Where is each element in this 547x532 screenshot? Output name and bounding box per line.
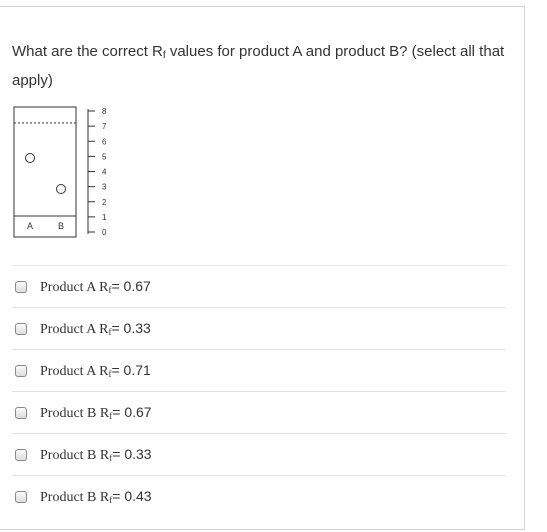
- answer-option[interactable]: Product A Rf= 0.67: [12, 265, 506, 307]
- answer-option[interactable]: Product B Rf= 0.43: [12, 475, 506, 517]
- spot-b: [56, 184, 66, 194]
- ruler-label: 2: [102, 198, 107, 207]
- answer-option-label: Product B Rf= 0.43: [40, 488, 152, 506]
- option-subscript: f: [109, 452, 113, 463]
- option-value: 0.71: [123, 361, 151, 378]
- answer-option[interactable]: Product B Rf= 0.33: [12, 433, 506, 475]
- answer-option-label: Product B Rf= 0.67: [40, 404, 152, 422]
- ruler-label: 6: [102, 137, 107, 146]
- option-value: 0.33: [124, 445, 152, 462]
- ruler: 8 7 6 5 4 3 2 1 0: [87, 107, 107, 237]
- option-equals: =: [112, 487, 125, 504]
- option-product-text: Product A Rf: [40, 321, 112, 337]
- answer-option-label: Product A Rf= 0.67: [40, 278, 151, 296]
- option-subscript: f: [108, 326, 112, 337]
- tlc-plate: [13, 106, 77, 238]
- question-subscript: f: [162, 50, 166, 61]
- option-value: 0.67: [123, 277, 151, 294]
- option-equals: =: [111, 319, 124, 336]
- ruler-label: 7: [102, 122, 107, 131]
- lane-label-b: B: [58, 221, 64, 231]
- option-product-text: Product B Rf: [40, 447, 113, 463]
- spot-a: [25, 153, 35, 163]
- answer-option-label: Product A Rf= 0.33: [40, 320, 151, 338]
- question-text: What are the correct Rf values for produ…: [12, 39, 512, 93]
- answer-checkbox[interactable]: [15, 364, 27, 377]
- answer-option-label: Product B Rf= 0.33: [40, 446, 152, 464]
- ruler-label: 5: [102, 152, 107, 161]
- ruler-label: 3: [102, 183, 107, 192]
- option-product-text: Product A Rf: [40, 279, 112, 295]
- answer-checkbox[interactable]: [15, 490, 27, 503]
- option-equals: =: [111, 361, 124, 378]
- option-value: 0.43: [124, 487, 152, 504]
- option-product-text: Product A Rf: [40, 363, 112, 379]
- answer-option-label: Product A Rf= 0.71: [40, 362, 151, 380]
- answer-option[interactable]: Product B Rf= 0.67: [12, 391, 506, 433]
- answer-checkbox[interactable]: [15, 448, 27, 461]
- answer-option[interactable]: Product A Rf= 0.33: [12, 307, 506, 349]
- option-subscript: f: [109, 494, 113, 505]
- option-subscript: f: [108, 368, 112, 379]
- answer-checkbox[interactable]: [15, 280, 27, 293]
- answer-checkbox[interactable]: [15, 322, 27, 335]
- answer-option[interactable]: Product A Rf= 0.71: [12, 349, 506, 391]
- question-text-part: What are the correct R: [12, 43, 163, 60]
- tlc-plate-diagram: A B 8 7 6 5 4 3 2 1 0: [13, 106, 107, 238]
- ruler-label: 8: [102, 107, 107, 116]
- question-card: What are the correct Rf values for produ…: [0, 6, 525, 530]
- question-text-part: values for product A and product B? (sel…: [12, 43, 505, 89]
- ruler-label: 4: [102, 168, 107, 177]
- option-equals: =: [112, 403, 125, 420]
- option-value: 0.67: [124, 403, 152, 420]
- lane-label-a: A: [27, 221, 33, 231]
- ruler-label: 0: [102, 228, 107, 237]
- option-equals: =: [112, 445, 125, 462]
- option-product-text: Product B Rf: [40, 489, 113, 505]
- option-product-text: Product B Rf: [40, 405, 113, 421]
- option-value: 0.33: [123, 319, 151, 336]
- option-subscript: f: [109, 410, 113, 421]
- answer-checkbox[interactable]: [15, 406, 27, 419]
- option-subscript: f: [108, 284, 112, 295]
- ruler-label: 1: [102, 213, 107, 222]
- option-equals: =: [111, 277, 124, 294]
